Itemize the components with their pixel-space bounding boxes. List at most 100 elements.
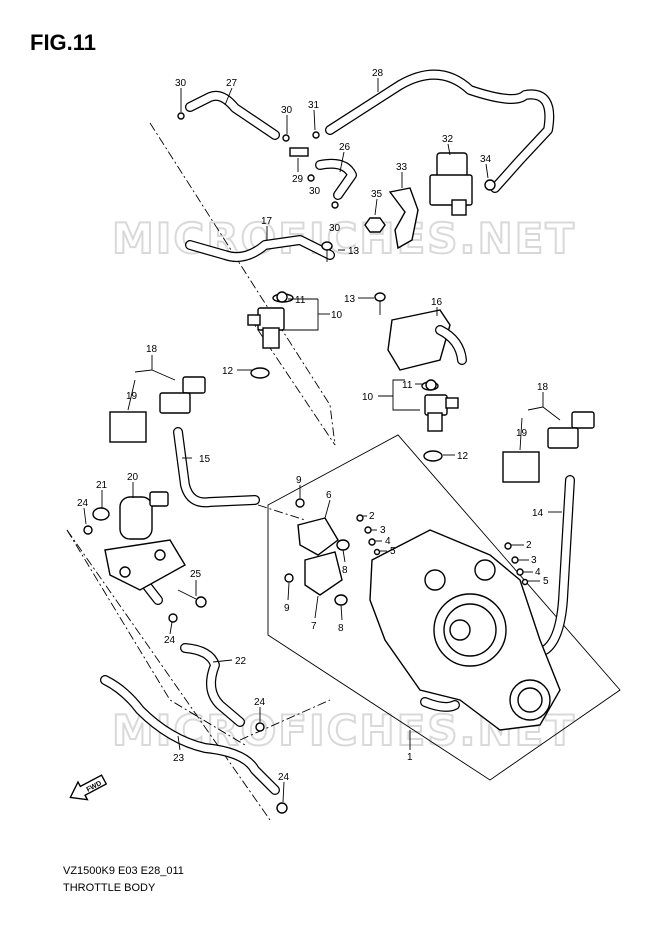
clip-30c	[307, 174, 315, 182]
callout-32: 32	[442, 134, 454, 145]
callout-17: 17	[261, 216, 273, 227]
clamp-24c	[255, 722, 265, 732]
callout-30: 30	[175, 78, 187, 89]
callout-6: 6	[326, 490, 332, 501]
callout-2: 2	[526, 540, 532, 551]
clip-31	[312, 131, 320, 139]
t-joint-29	[289, 147, 309, 157]
callout-12: 12	[222, 366, 234, 377]
hose-14	[540, 475, 575, 655]
callout-numbers: 30 27 28 30 31 26 29 30 32 34 33 35 30 1…	[77, 68, 549, 783]
callout-4: 4	[385, 536, 391, 547]
fwd-arrow: FWD	[69, 774, 108, 801]
callout-leaders	[83, 78, 562, 803]
hose-28	[325, 69, 555, 193]
callout-12: 12	[457, 451, 469, 462]
callout-30: 30	[281, 105, 293, 116]
hose-23	[100, 675, 280, 795]
seal-11a	[276, 291, 288, 303]
leader-lines	[66, 122, 336, 821]
callout-20: 20	[127, 472, 139, 483]
clamp-24b	[168, 613, 178, 623]
callout-26: 26	[339, 142, 351, 153]
callout-3: 3	[380, 525, 386, 536]
screws-2-5-right	[504, 542, 529, 586]
callout-30: 30	[309, 186, 321, 197]
callout-15: 15	[199, 454, 211, 465]
callout-24: 24	[77, 498, 89, 509]
callout-28: 28	[372, 68, 384, 79]
hose-27	[185, 90, 280, 140]
fuel-pipe-16	[387, 309, 467, 371]
throttle-body-1	[369, 529, 561, 731]
hose-15	[173, 427, 260, 508]
callout-2: 2	[369, 511, 375, 522]
seal-11b	[425, 379, 437, 391]
callout-25: 25	[190, 569, 202, 580]
bracket-33	[388, 187, 419, 250]
callout-1: 1	[407, 752, 413, 763]
callout-5: 5	[543, 576, 549, 587]
callout-10: 10	[362, 392, 374, 403]
bolt-13a	[321, 241, 333, 262]
clip-30a	[177, 112, 185, 120]
callout-27: 27	[226, 78, 238, 89]
diagram-name: THROTTLE BODY	[63, 882, 156, 894]
clamp-24d	[276, 802, 288, 814]
o-ring-21	[92, 507, 110, 521]
clip-30d	[331, 201, 339, 209]
callout-29: 29	[292, 174, 304, 185]
bolt-25	[177, 589, 207, 608]
callout-9: 9	[284, 603, 290, 614]
callout-22: 22	[235, 656, 247, 667]
callout-11: 11	[402, 380, 413, 391]
o-ring-8a	[336, 539, 350, 551]
callout-35: 35	[371, 189, 383, 200]
callout-9: 9	[296, 475, 302, 486]
fuel-pipe-17	[185, 235, 335, 262]
nut-35	[364, 217, 386, 233]
callout-30: 30	[329, 223, 341, 234]
sensor-20	[104, 491, 186, 591]
callout-5: 5	[390, 546, 396, 557]
callout-8: 8	[342, 565, 348, 576]
callout-8: 8	[338, 623, 344, 634]
sensor-7	[284, 551, 343, 596]
callout-13: 13	[344, 294, 356, 305]
screws-2-5-left	[356, 514, 381, 556]
clamp-24a	[83, 525, 93, 535]
hose-22	[180, 643, 245, 727]
diagram-code: VZ1500K9 E03 E28_011	[63, 865, 184, 877]
callout-24: 24	[278, 772, 290, 783]
watermark-top: MICROFICHES.NET	[112, 214, 576, 263]
connector-18a	[109, 376, 206, 443]
callout-7: 7	[311, 621, 317, 632]
hose-26	[315, 158, 357, 200]
callout-13: 13	[348, 246, 360, 257]
callout-3: 3	[531, 555, 537, 566]
throttle-body-frame	[267, 434, 621, 781]
callout-19: 19	[516, 428, 528, 439]
callout-18: 18	[537, 382, 549, 393]
injector-10b	[421, 381, 459, 462]
figure-title: FIG.11	[30, 30, 97, 55]
connector-18b	[502, 411, 595, 483]
callout-16: 16	[431, 297, 443, 308]
callout-11: 11	[295, 295, 306, 306]
callout-33: 33	[396, 162, 408, 173]
callout-14: 14	[532, 508, 544, 519]
callout-34: 34	[480, 154, 492, 165]
clip-30b	[282, 134, 290, 142]
callout-4: 4	[535, 567, 541, 578]
o-ring-8b	[334, 594, 348, 606]
bolt-13b	[374, 292, 386, 315]
callout-24: 24	[164, 635, 176, 646]
injector-10a	[247, 293, 294, 379]
callout-24: 24	[254, 697, 266, 708]
callout-21: 21	[96, 480, 108, 491]
callout-23: 23	[173, 753, 185, 764]
callout-18: 18	[146, 344, 158, 355]
callout-19: 19	[126, 391, 138, 402]
sensor-6	[295, 498, 339, 556]
